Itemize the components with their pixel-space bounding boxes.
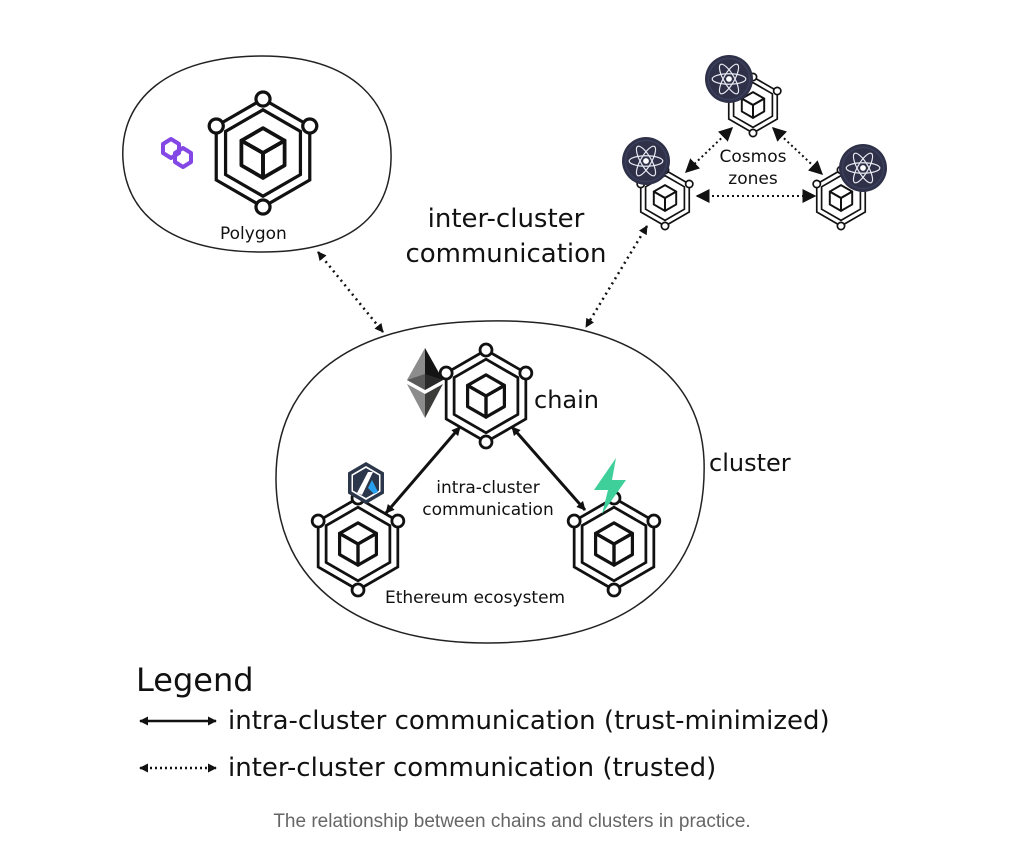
polygon-label: Polygon — [220, 224, 287, 244]
intra-link-left — [384, 426, 462, 514]
polygon-chain-icon — [207, 90, 319, 216]
intra-cluster-label: intra-cluster communication — [422, 478, 554, 521]
polygon-logo-icon — [161, 137, 193, 169]
chain-label: chain — [534, 386, 599, 414]
ethereum-cluster-outline — [275, 320, 705, 644]
cosmos-atom-top-icon — [705, 55, 753, 103]
ethereum-ecosystem-label: Ethereum ecosystem — [385, 588, 566, 608]
polygon-cluster-outline — [122, 55, 392, 253]
cosmos-atom-left-icon — [622, 137, 670, 185]
cosmos-zones-label: Cosmos zones — [719, 147, 787, 190]
legend-item-label: intra-cluster communication (trust-minim… — [228, 706, 830, 736]
cluster-label: cluster — [709, 449, 791, 477]
cosmos-atom-right-icon — [839, 144, 887, 192]
intra-link-right — [510, 426, 587, 511]
legend-item-inter: inter-cluster communication (trusted) — [136, 753, 716, 783]
cosmos-ethereum-link — [584, 225, 649, 328]
lightning-logo-icon — [594, 458, 626, 514]
legend-item-label: inter-cluster communication (trusted) — [228, 753, 717, 783]
legend-item-intra: intra-cluster communication (trust-minim… — [136, 706, 830, 736]
inter-cluster-label: inter-cluster communication — [405, 204, 607, 270]
arbitrum-logo-icon — [348, 462, 384, 504]
polygon-ethereum-link — [317, 251, 384, 333]
cosmos-link-top-left — [684, 127, 734, 173]
ethereum-logo-icon — [407, 348, 443, 418]
dotted-double-arrow-icon — [139, 763, 217, 773]
solid-double-arrow-icon — [139, 716, 217, 726]
legend-title: Legend — [136, 661, 254, 699]
figure-caption: The relationship between chains and clus… — [273, 811, 751, 832]
cosmos-link-top-right — [771, 127, 824, 175]
